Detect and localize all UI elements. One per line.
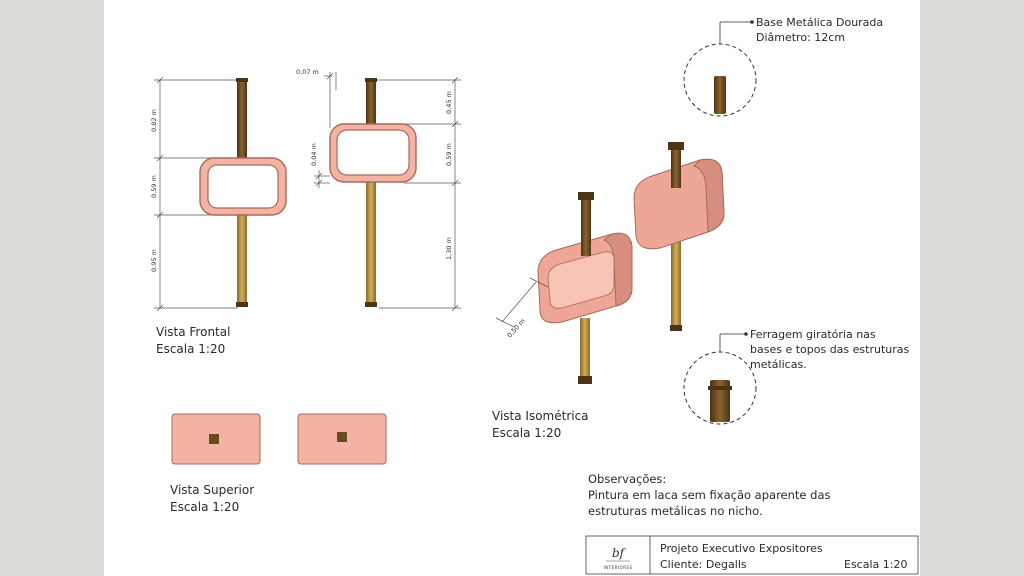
side-pole-cap (365, 78, 377, 82)
observations: Observações: Pintura em laca sem fixação… (588, 471, 831, 519)
observations-line2: estruturas metálicas no nicho. (588, 504, 763, 518)
side-dim-offset: 0,07 m (296, 68, 319, 76)
top-view-label: Vista Superior Escala 1:20 (170, 482, 254, 516)
detail-bottom-note: Ferragem giratória nas bases e topos das… (750, 327, 909, 372)
iso-back-pole-foot (670, 325, 682, 331)
logo-subtext: INTERIORES (603, 565, 632, 570)
detail-top-note: Base Metálica Dourada Diâmetro: 12cm (756, 15, 883, 45)
detail-bottom-hardware-top (708, 386, 732, 390)
iso-back-box-side (693, 158, 725, 233)
side-pole-upper (366, 80, 376, 130)
detail-top (683, 20, 757, 117)
iso-dimension-line (495, 277, 549, 328)
front-frame-opening (207, 164, 279, 209)
iso-back-pole-lower (671, 230, 681, 330)
detail-bottom-leader-dot (744, 332, 748, 336)
detail-bottom-note-line2: bases e topos das estruturas (750, 343, 910, 356)
iso-view-title: Vista Isométrica (492, 409, 589, 423)
title-block-project: Projeto Executivo Expositores (660, 542, 823, 555)
front-view: 0,82 m 0,59 m 0,95 m (150, 76, 287, 312)
side-pole-lower (366, 180, 376, 306)
side-pole-foot (365, 302, 377, 307)
iso-front-box-opening (547, 251, 615, 309)
iso-front-pole-upper (581, 198, 591, 256)
title-block-client: Cliente: Degalls (660, 558, 747, 571)
iso-back-pole-cap (668, 142, 684, 150)
front-dimension-line (154, 76, 238, 312)
iso-front-pole-foot (578, 376, 592, 384)
detail-top-base (714, 76, 726, 114)
detail-top-note-line2: Diâmetro: 12cm (756, 31, 846, 44)
iso-view-label: Vista Isométrica Escala 1:20 (492, 408, 589, 442)
drawing-canvas: 0,82 m 0,59 m 0,95 m (150, 20, 919, 575)
side-dim-bottom: 1,30 m (445, 237, 453, 260)
front-dim-bottom: 0,95 m (150, 249, 158, 272)
front-pole-upper (237, 80, 247, 162)
iso-back-pole-upper (671, 148, 681, 188)
observations-line1: Pintura em laca sem fixação aparente das (588, 488, 831, 502)
title-block-frame (585, 535, 919, 575)
top-view-pole-right (337, 432, 347, 442)
isometric-view: 0,50 m (495, 142, 725, 384)
iso-dim-depth: 0,50 m (506, 317, 527, 339)
logo-text: bf (612, 546, 627, 560)
front-pole-foot (236, 302, 248, 307)
side-dim-middle: 0,59 m (445, 143, 453, 166)
top-view-title: Vista Superior (170, 483, 255, 497)
title-block-scale: Escala 1:20 (844, 558, 908, 571)
side-dimension-lines (314, 72, 461, 312)
front-dim-middle: 0,59 m (150, 175, 158, 198)
detail-bottom-note-line3: metálicas. (750, 358, 807, 371)
front-view-scale: Escala 1:20 (156, 342, 226, 356)
front-view-title: Vista Frontal (156, 325, 231, 339)
side-view: 0,07 m 0,04 m 0,45 m 0,59 m 1,30 m (296, 68, 461, 312)
side-dim-wall: 0,04 m (310, 143, 318, 166)
detail-top-note-line1: Base Metálica Dourada (756, 16, 884, 29)
drawing-sheet: 0,82 m 0,59 m 0,95 m (104, 0, 920, 576)
top-view-pole-left (209, 434, 219, 444)
detail-bottom-hardware (710, 380, 730, 422)
side-dim-top: 0,45 m (445, 91, 453, 114)
iso-view-scale: Escala 1:20 (492, 426, 562, 440)
logo-mark: bf INTERIORES (603, 546, 632, 570)
detail-bottom (683, 332, 757, 425)
front-dim-top: 0,82 m (150, 109, 158, 132)
top-view-scale: Escala 1:20 (170, 500, 240, 514)
iso-front-pole-lower (580, 318, 590, 380)
iso-front-box-side (602, 232, 633, 307)
detail-bottom-note-line1: Ferragem giratória nas (750, 328, 876, 341)
detail-top-leader-dot (750, 20, 754, 24)
top-view (171, 413, 387, 465)
side-frame-opening (336, 129, 410, 176)
front-pole-cap (236, 78, 248, 82)
iso-front-pole-cap (578, 192, 594, 200)
front-pole-lower (237, 212, 247, 306)
observations-title: Observações: (588, 472, 667, 486)
front-view-label: Vista Frontal Escala 1:20 (156, 324, 230, 358)
